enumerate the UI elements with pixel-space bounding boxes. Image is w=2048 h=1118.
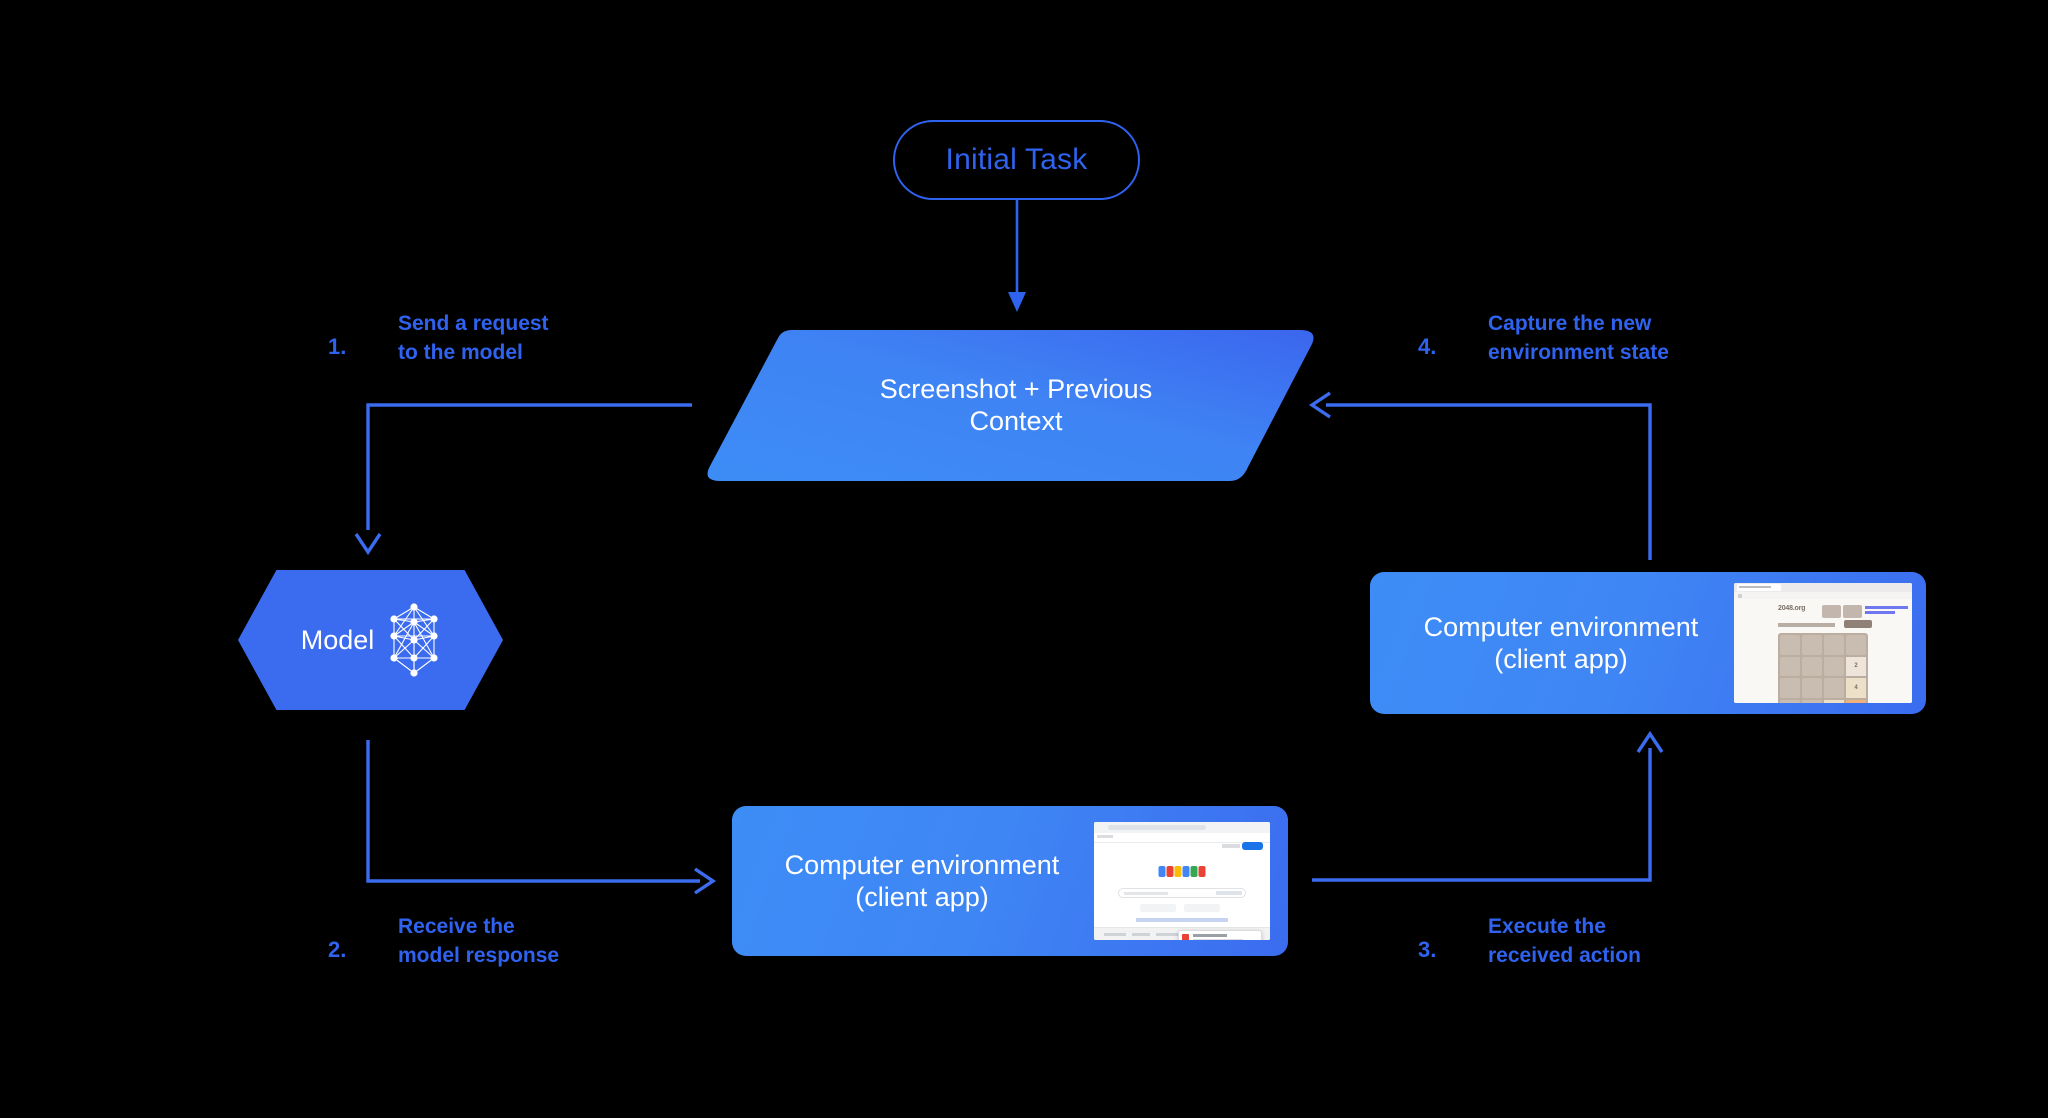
sign-in-button[interactable] xyxy=(1242,842,1263,850)
neural-network-icon xyxy=(390,603,438,677)
search-input[interactable] xyxy=(1118,888,1246,898)
computer-environment-right-line1: Computer environment xyxy=(1423,611,1699,642)
hexagon-shape xyxy=(238,570,503,710)
languages-offered-text xyxy=(1136,918,1228,922)
header-links-secondary xyxy=(1865,611,1895,614)
context-label: Screenshot + Previous Context xyxy=(700,328,1320,483)
step-4-text: Capture the new environment state xyxy=(1488,312,1669,364)
search-placeholder xyxy=(1124,892,1168,895)
parallelogram-shape xyxy=(707,330,1314,481)
computer-environment-right-line2: (client app) xyxy=(1494,644,1628,674)
context-label-line1: Screenshot + Previous xyxy=(879,373,1153,404)
search-icons xyxy=(1216,891,1242,895)
game-board[interactable]: 2 4 4 8 xyxy=(1778,633,1868,703)
score-box xyxy=(1822,605,1841,618)
node-initial-task[interactable]: Initial Task xyxy=(893,120,1140,200)
best-score-box xyxy=(1843,605,1862,618)
browser-tab-bar xyxy=(1734,583,1912,592)
browser-navbar xyxy=(1094,833,1270,843)
step-3-number: 3. xyxy=(1418,937,1437,962)
step-4-number: 4. xyxy=(1418,334,1437,359)
step-label-1: 1. Send a request to the model xyxy=(328,310,608,380)
tile: 2 xyxy=(1846,656,1866,676)
computer-environment-bottom-label: Computer environment (client app) xyxy=(732,849,1094,914)
arrow-step-4-environment-to-context xyxy=(1308,391,1652,560)
new-game-button[interactable] xyxy=(1844,620,1872,628)
tile: 4 xyxy=(1846,678,1866,698)
google-logo-icon xyxy=(1158,866,1206,877)
arrow-step-1-context-to-model xyxy=(354,403,692,556)
node-computer-environment-right[interactable]: Computer environment (client app) 2048.o… xyxy=(1370,572,1926,714)
arrow-step-2-model-to-client-app xyxy=(366,740,717,895)
step-label-4: 4. Capture the new environment state xyxy=(1418,310,1738,380)
node-model[interactable]: Model xyxy=(238,570,503,710)
computer-environment-bottom-line2: (client app) xyxy=(855,882,989,912)
dialog-body-line1 xyxy=(1193,939,1243,940)
context-label-line2: Context xyxy=(969,405,1063,436)
step-2-number: 2. xyxy=(328,937,347,962)
tile: 8 xyxy=(1846,699,1866,703)
header-links xyxy=(1865,606,1908,609)
step-label-2: 2. Receive the model response xyxy=(328,913,628,983)
address-bar[interactable] xyxy=(1108,825,1206,830)
step-1-number: 1. xyxy=(328,334,347,359)
feeling-lucky-button[interactable] xyxy=(1184,904,1220,912)
game-brand-label: 2048.org xyxy=(1778,605,1806,612)
tile: 4 xyxy=(1824,699,1844,703)
dialog-title xyxy=(1193,934,1227,937)
step-2-text: Receive the model response xyxy=(398,915,560,967)
computer-environment-right-label: Computer environment (client app) xyxy=(1370,611,1734,676)
browser-toolbar xyxy=(1734,592,1912,599)
computer-environment-bottom-line1: Computer environment xyxy=(784,849,1060,880)
arrow-initial-task-to-context xyxy=(1008,200,1026,312)
thumbnail-google-search[interactable] xyxy=(1094,822,1270,940)
dialog-icon xyxy=(1182,934,1189,940)
thumbnail-2048-game[interactable]: 2048.org 2 4 4 8 xyxy=(1734,583,1912,703)
node-screenshot-previous-context[interactable]: Screenshot + Previous Context xyxy=(700,328,1320,483)
step-3-text: Execute the received action xyxy=(1488,915,1641,967)
browser-tab-title xyxy=(1739,585,1771,588)
step-1-text: Send a request to the model xyxy=(398,312,549,364)
game-subtitle xyxy=(1778,623,1835,627)
model-label: Model xyxy=(300,624,375,655)
bookmark-bar xyxy=(1097,835,1113,838)
step-label-3: 3. Execute the received action xyxy=(1418,913,1718,983)
node-computer-environment-bottom[interactable]: Computer environment (client app) xyxy=(732,806,1288,956)
arrow-step-3-client-app-to-environment xyxy=(1312,730,1664,882)
initial-task-label: Initial Task xyxy=(945,143,1088,176)
google-search-button[interactable] xyxy=(1140,904,1176,912)
browser-toolbar-icon xyxy=(1738,594,1742,598)
header-links xyxy=(1222,844,1240,848)
